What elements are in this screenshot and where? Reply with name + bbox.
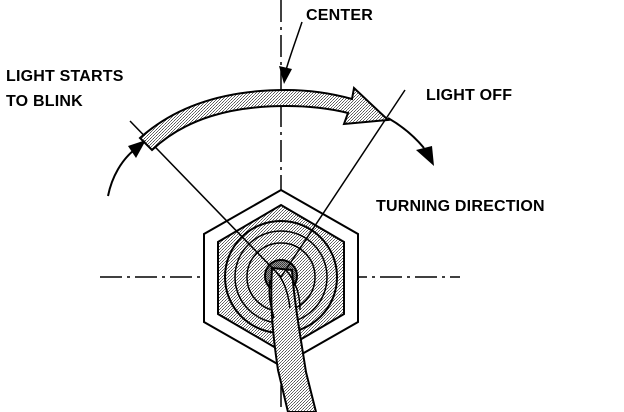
center-label: CENTER bbox=[306, 7, 373, 24]
light-starts-label-line1: LIGHT STARTS bbox=[6, 68, 124, 85]
blink-turning-arrow bbox=[107, 149, 135, 197]
wire-lead-3 bbox=[268, 279, 275, 319]
turning-direction-label: TURNING DIRECTION bbox=[376, 198, 545, 215]
wire-harness bbox=[270, 266, 318, 412]
light-off-label: LIGHT OFF bbox=[426, 87, 513, 104]
blink-turning-arrowhead bbox=[128, 140, 146, 158]
turning-direction-arrow bbox=[387, 117, 425, 149]
light-starts-label-line2: TO BLINK bbox=[6, 93, 83, 110]
wire-lead-2 bbox=[285, 269, 301, 311]
center-leader-arrowhead bbox=[279, 66, 292, 84]
center-leader bbox=[285, 21, 303, 71]
adjustment-arc-arrow bbox=[138, 86, 391, 152]
turning-direction-arrowhead bbox=[416, 146, 434, 166]
